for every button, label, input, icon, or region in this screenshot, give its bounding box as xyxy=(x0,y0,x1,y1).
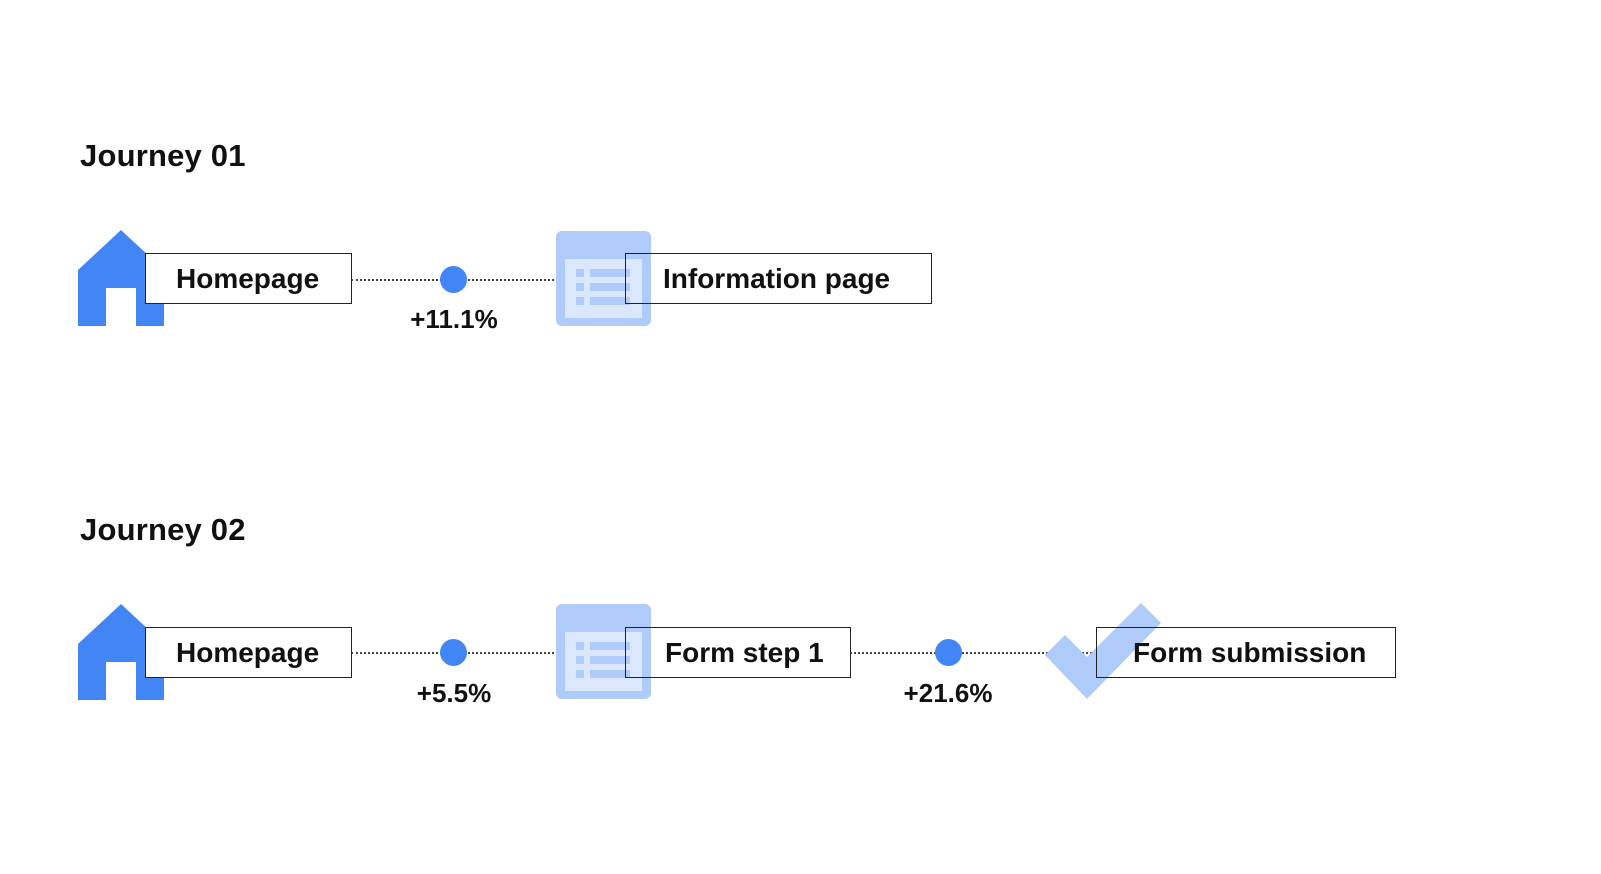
conversion-rate-label: +5.5% xyxy=(416,678,492,708)
step-label: Homepage xyxy=(176,262,320,294)
conversion-rate-label: +21.6% xyxy=(903,678,993,708)
journey-02-title: Journey 02 xyxy=(80,512,246,547)
transition-dot xyxy=(440,266,467,293)
step-label: Form step 1 xyxy=(665,636,824,668)
connector-line xyxy=(850,652,1100,654)
step-homepage: Homepage xyxy=(145,253,352,304)
step-label: Form submission xyxy=(1133,636,1367,668)
journey-01-title: Journey 01 xyxy=(80,138,246,173)
step-form-step-1: Form step 1 xyxy=(625,627,851,678)
transition-dot xyxy=(440,639,467,666)
form-page-icon xyxy=(556,231,651,326)
conversion-rate-label: +11.1% xyxy=(410,304,498,334)
step-information-page: Information page xyxy=(625,253,932,304)
transition-dot xyxy=(935,639,962,666)
step-form-submission: Form submission xyxy=(1096,627,1396,678)
step-label: Homepage xyxy=(176,636,320,668)
step-label: Information page xyxy=(663,262,891,294)
home-icon xyxy=(78,604,164,700)
step-homepage: Homepage xyxy=(145,627,352,678)
connector-line xyxy=(351,279,626,281)
home-icon xyxy=(78,230,164,326)
connector-line xyxy=(351,652,626,654)
